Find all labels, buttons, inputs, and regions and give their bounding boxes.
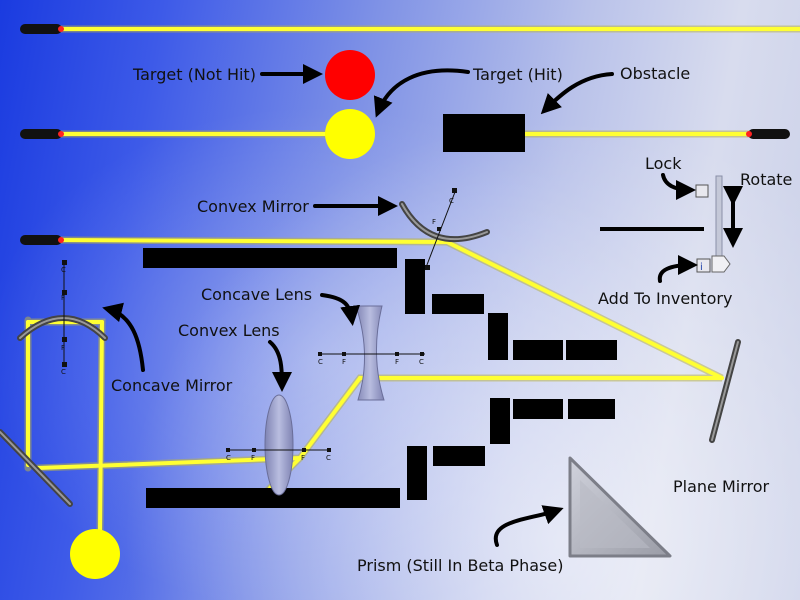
obstacle — [568, 399, 615, 419]
label-lock: Lock — [645, 154, 682, 173]
plane-mirror-left[interactable] — [0, 429, 73, 507]
svg-text:F: F — [342, 358, 346, 366]
obstacle — [513, 340, 563, 360]
obstacles — [143, 114, 704, 508]
laser-beams — [24, 25, 800, 534]
svg-text:F: F — [395, 358, 399, 366]
obstacle — [146, 488, 400, 508]
rotate-handle[interactable] — [711, 255, 731, 273]
label-add-to-inventory: Add To Inventory — [598, 289, 732, 308]
plane-mirror[interactable] — [709, 339, 741, 443]
add-to-inventory-icon[interactable]: i — [696, 258, 711, 273]
svg-text:F: F — [301, 454, 305, 462]
label-concave-lens: Concave Lens — [201, 285, 312, 304]
concave-lens[interactable]: C F F C — [318, 305, 425, 401]
laser-emitter-icon[interactable] — [746, 129, 790, 139]
target-hit-bottom[interactable] — [70, 529, 120, 579]
target-hit[interactable] — [325, 109, 375, 159]
labels: Target (Not Hit) Target (Hit) Obstacle L… — [111, 64, 792, 575]
svg-text:F: F — [251, 454, 255, 462]
obstacle — [490, 398, 510, 444]
svg-text:C: C — [326, 454, 331, 462]
obstacle — [432, 294, 484, 314]
label-concave-mirror: Concave Mirror — [111, 376, 233, 395]
laser-emitter-icon[interactable] — [20, 24, 64, 34]
svg-text:C: C — [449, 197, 454, 205]
prism[interactable] — [568, 456, 672, 558]
svg-text:C: C — [419, 358, 424, 366]
lock-checkbox-icon[interactable] — [695, 184, 709, 198]
target-not-hit[interactable] — [325, 50, 375, 100]
convex-mirror[interactable]: C F — [399, 188, 490, 271]
obstacle — [443, 114, 525, 152]
obstacle — [433, 446, 485, 466]
object-controls: i — [695, 175, 731, 273]
svg-text:C: C — [226, 454, 231, 462]
obstacle — [566, 340, 617, 360]
svg-text:C: C — [318, 358, 323, 366]
label-rotate: Rotate — [740, 170, 792, 189]
concave-mirror[interactable]: C F F C — [17, 260, 108, 376]
beam-main-path — [58, 238, 724, 490]
laser-emitter-icon[interactable] — [20, 235, 64, 245]
label-plane-mirror: Plane Mirror — [673, 477, 770, 496]
obstacle — [600, 227, 704, 231]
svg-text:i: i — [700, 262, 703, 273]
obstacle — [143, 248, 397, 268]
convex-lens[interactable]: C F F C — [226, 394, 331, 496]
label-target-hit: Target (Hit) — [472, 65, 563, 84]
obstacle — [513, 399, 563, 419]
label-prism: Prism (Still In Beta Phase) — [357, 556, 563, 575]
obstacle — [405, 259, 425, 314]
label-convex-mirror: Convex Mirror — [197, 197, 309, 216]
label-convex-lens: Convex Lens — [178, 321, 280, 340]
laser-emitter-icon[interactable] — [20, 129, 64, 139]
svg-text:F: F — [61, 344, 65, 352]
label-obstacle: Obstacle — [620, 64, 690, 83]
svg-text:F: F — [432, 218, 436, 226]
rotate-slider-track[interactable] — [715, 175, 723, 269]
svg-text:C: C — [61, 368, 66, 376]
svg-text:C: C — [61, 266, 66, 274]
label-target-not-hit: Target (Not Hit) — [132, 65, 256, 84]
obstacle — [488, 313, 508, 360]
annotation-arrows — [102, 64, 743, 547]
obstacle — [407, 446, 427, 500]
svg-text:F: F — [61, 294, 65, 302]
